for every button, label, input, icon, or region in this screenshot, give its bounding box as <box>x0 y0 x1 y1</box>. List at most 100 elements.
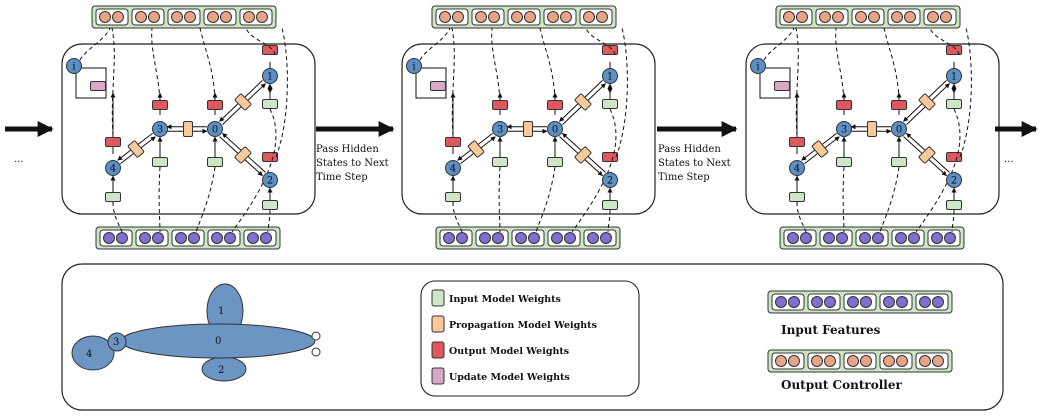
feature-dot <box>927 11 939 23</box>
node-label-2: 2 <box>951 176 957 187</box>
feature-dot <box>860 296 872 308</box>
input-weight <box>445 192 461 202</box>
pass-label-line: States to Next <box>658 158 731 169</box>
output-link <box>151 27 161 101</box>
feature-dot <box>220 11 232 23</box>
node-label-1: 1 <box>267 72 273 83</box>
legend-output-bar <box>767 349 953 373</box>
node-label-2: 2 <box>267 176 273 187</box>
output-link <box>111 27 115 137</box>
feature-dot <box>860 355 872 367</box>
input-weight <box>602 99 618 109</box>
feature-dot <box>148 11 160 23</box>
input-weight <box>262 99 278 109</box>
output-link <box>883 27 900 101</box>
propagation-weight <box>234 146 252 164</box>
node-label-3: 3 <box>841 125 847 136</box>
feature-dot <box>560 11 572 23</box>
propagation-weight <box>918 93 936 111</box>
output-controller-label: Output Controller <box>781 378 902 392</box>
output-weight <box>207 100 223 110</box>
feature-dot <box>547 11 559 23</box>
feature-dot <box>260 232 272 244</box>
pass-label-line: Pass Hidden <box>658 144 721 155</box>
propagation-weight <box>574 93 592 111</box>
node-0 <box>207 121 223 137</box>
node-label-4: 4 <box>110 164 116 175</box>
input-link <box>915 108 961 233</box>
output-link <box>199 27 216 101</box>
legend-item-label: Propagation Model Weights <box>449 320 597 331</box>
feature-dot <box>528 232 540 244</box>
node-label-i: i <box>756 62 759 73</box>
legend-swatch <box>431 341 445 359</box>
node-0 <box>547 121 563 137</box>
output-weight <box>891 100 907 110</box>
body-label-0: 0 <box>215 336 221 347</box>
node-i <box>406 58 422 74</box>
node-i <box>750 58 766 74</box>
propagation-weight <box>183 121 193 137</box>
output-link <box>835 27 845 101</box>
legend-item-label: Input Model Weights <box>449 294 561 305</box>
feature-dot <box>452 11 464 23</box>
body-tip-top <box>311 331 321 341</box>
node-label-4: 4 <box>450 164 456 175</box>
body-part-4 <box>71 335 115 371</box>
input-weight <box>492 157 508 167</box>
feature-dot <box>600 232 612 244</box>
propagation-weight <box>918 146 936 164</box>
input-link <box>571 108 617 233</box>
node-label-1: 1 <box>951 72 957 83</box>
input-link <box>112 201 123 233</box>
feature-dot <box>832 11 844 23</box>
output-controller-legend <box>767 349 953 373</box>
node-1 <box>946 68 962 84</box>
feature-dot <box>135 11 147 23</box>
feature-dot <box>488 11 500 23</box>
feature-dot <box>103 232 115 244</box>
ellipsis-left: ... <box>14 154 24 165</box>
legend-swatch <box>431 289 445 307</box>
feature-dot <box>891 11 903 23</box>
feature-dot <box>895 232 907 244</box>
feature-dot <box>796 11 808 23</box>
output-weight <box>262 152 278 162</box>
input-weight <box>207 157 223 167</box>
input-link <box>231 108 277 233</box>
input-weight <box>105 192 121 202</box>
output-weight <box>946 152 962 162</box>
feature-dot <box>855 11 867 23</box>
pass-label-line: States to Next <box>316 158 389 169</box>
node-2 <box>946 172 962 188</box>
input-link <box>842 166 845 233</box>
output-link <box>539 27 556 101</box>
feature-dot <box>896 355 908 367</box>
node-label-0: 0 <box>552 125 558 136</box>
input-link <box>535 166 556 233</box>
feature-dot <box>479 232 491 244</box>
feature-dot <box>475 11 487 23</box>
propagation-weight <box>811 140 829 158</box>
feature-dot <box>256 11 268 23</box>
output-weight <box>262 45 278 55</box>
node-label-i: i <box>72 62 75 73</box>
input-features-bar <box>95 226 281 250</box>
feature-dot <box>904 11 916 23</box>
node-4 <box>445 160 461 176</box>
input-link <box>796 201 807 233</box>
output-weight <box>105 137 121 147</box>
input-link <box>158 166 161 233</box>
feature-dot <box>511 11 523 23</box>
body-tip-bottom <box>311 347 321 357</box>
input-link <box>879 166 900 233</box>
input-weight <box>547 157 563 167</box>
input-weight <box>152 157 168 167</box>
feature-dot <box>551 232 563 244</box>
feature-dot <box>783 11 795 23</box>
output-link <box>763 27 795 61</box>
output-link <box>419 27 451 61</box>
feature-dot <box>775 296 787 308</box>
